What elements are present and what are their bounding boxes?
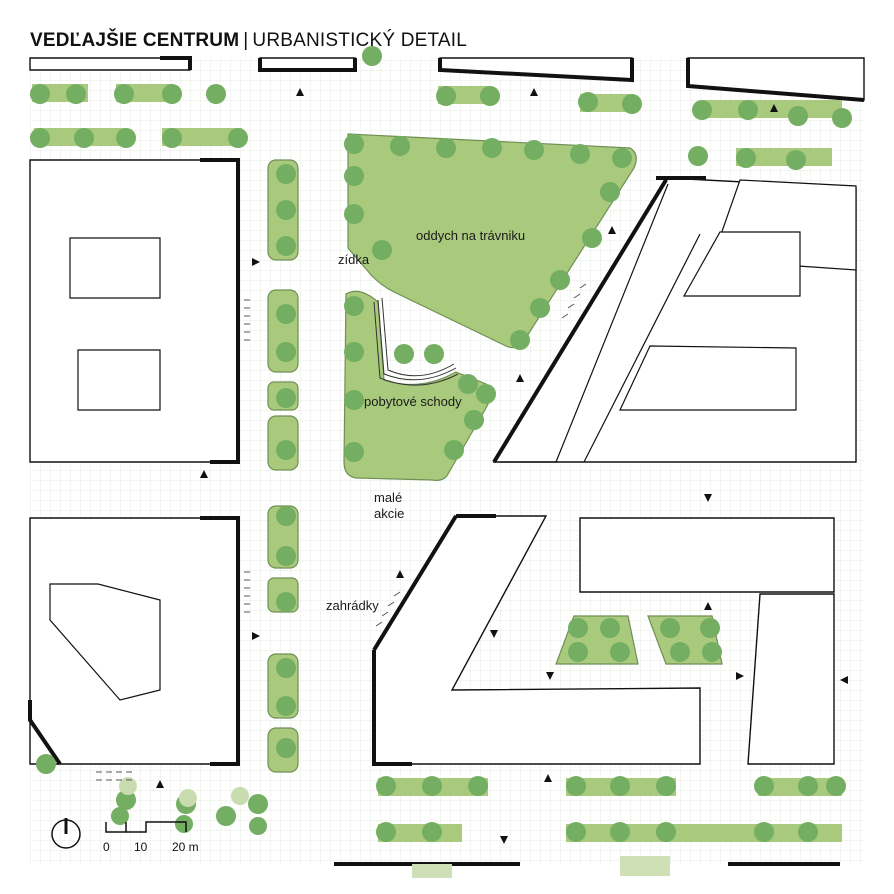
north-arrow <box>51 818 81 849</box>
scale-tick-10: 10 <box>134 840 148 854</box>
scale-bar <box>105 821 187 833</box>
entrance-markers <box>156 88 848 844</box>
label-steps: pobytové schody <box>364 394 462 409</box>
lawn-triangle <box>347 133 637 349</box>
title-rest: URBANISTICKÝ DETAIL <box>252 30 468 51</box>
street-furniture <box>96 283 587 781</box>
steps-lines <box>373 297 459 386</box>
label-gardens: zahrádky <box>326 598 379 613</box>
scale-tick-20: 20 m <box>172 840 199 854</box>
building-left-upper <box>29 159 239 463</box>
building-right-long <box>579 517 835 593</box>
label-events-line2: akcie <box>374 506 405 521</box>
label-lawn: oddych na trávniku <box>416 228 526 243</box>
label-events-line1: malé <box>374 490 403 505</box>
title-separator: | <box>243 30 249 51</box>
building-right-tall <box>747 593 835 765</box>
trees <box>30 46 852 842</box>
courtyard-lines <box>49 179 857 701</box>
scale-tick-0: 0 <box>103 840 110 854</box>
light-trees <box>119 777 249 807</box>
title-bold: VEDĽAJŠIE CENTRUM <box>30 30 240 51</box>
page-title: VEDĽAJŠIE CENTRUM|URBANISTICKÝ DETAIL <box>30 30 467 52</box>
label-wall: zídka <box>338 252 370 267</box>
